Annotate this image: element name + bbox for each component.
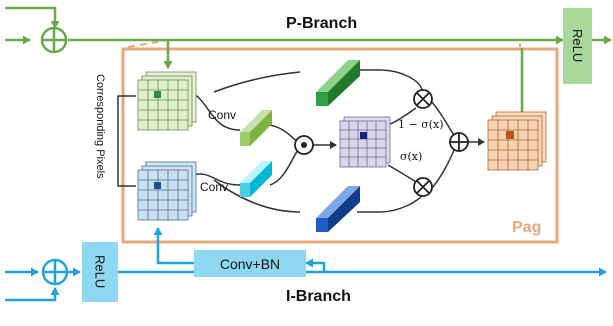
relu-bottom-label: ReLU bbox=[92, 255, 108, 289]
blue-projection-bar bbox=[316, 186, 360, 232]
relu-top-label: ReLU bbox=[570, 29, 585, 63]
output-feature-grid bbox=[487, 111, 547, 171]
blue-feature-grid bbox=[137, 161, 197, 221]
pag-label: Pag bbox=[512, 219, 542, 236]
pag-flow-lines bbox=[189, 69, 485, 213]
i-branch-label: I-Branch bbox=[286, 288, 351, 305]
i-branch-add-icon bbox=[41, 258, 69, 286]
conv-bn-box: Conv+BN bbox=[194, 250, 306, 277]
add-icon bbox=[449, 132, 469, 152]
multiply-top-icon bbox=[413, 89, 433, 109]
p-branch-lines bbox=[5, 6, 612, 120]
pag-module-border bbox=[121, 47, 559, 244]
corresponding-pixels-bracket bbox=[117, 95, 136, 187]
p-branch-label: P-Branch bbox=[286, 15, 358, 32]
conv-top-label: Conv bbox=[208, 108, 237, 122]
green-projection-bar bbox=[316, 60, 360, 106]
similarity-map-grid bbox=[339, 116, 391, 168]
multiply-bottom-icon bbox=[413, 177, 433, 197]
one-minus-sigma-label: 1 − σ(x) bbox=[398, 118, 444, 131]
relu-bottom-box: ReLU bbox=[82, 242, 118, 302]
conv-bn-label: Conv+BN bbox=[219, 255, 281, 272]
sigma-label: σ(x) bbox=[400, 150, 423, 163]
relu-top-box: ReLU bbox=[563, 8, 592, 84]
p-branch-add-icon bbox=[40, 26, 68, 54]
conv-bottom-label: Conv bbox=[200, 180, 229, 194]
green-conv-bar bbox=[240, 110, 272, 146]
dot-product-icon bbox=[294, 135, 314, 155]
green-feature-grid bbox=[137, 71, 197, 131]
corresponding-pixels-label: Corresponding Pixels bbox=[94, 74, 106, 179]
cyan-conv-bar bbox=[240, 161, 272, 197]
